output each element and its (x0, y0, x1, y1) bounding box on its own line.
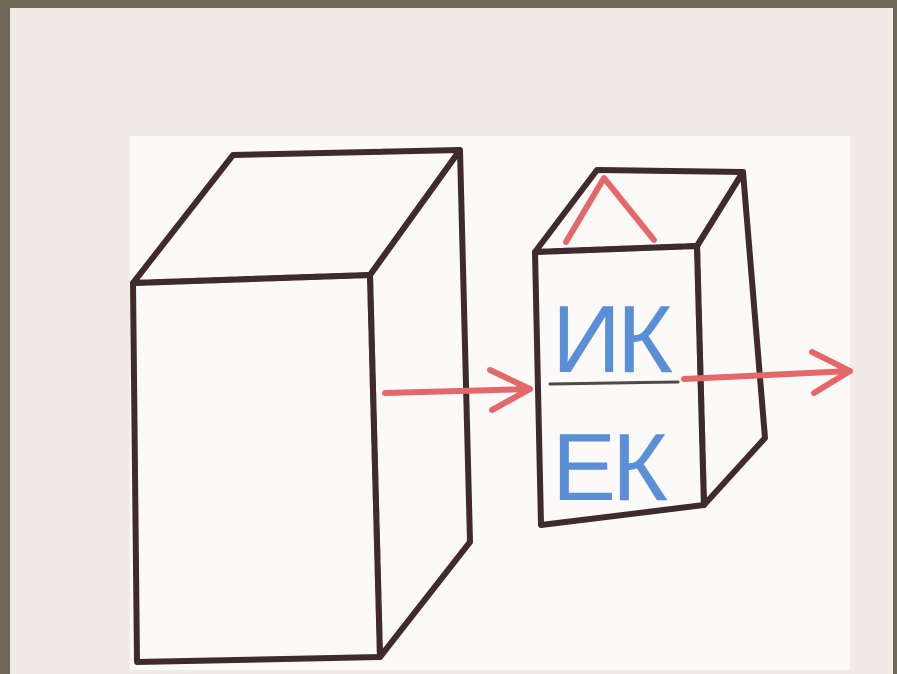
label-bottom: ЕК (552, 414, 668, 521)
label-top: ИК (552, 286, 673, 393)
paper-sheet (130, 136, 850, 670)
